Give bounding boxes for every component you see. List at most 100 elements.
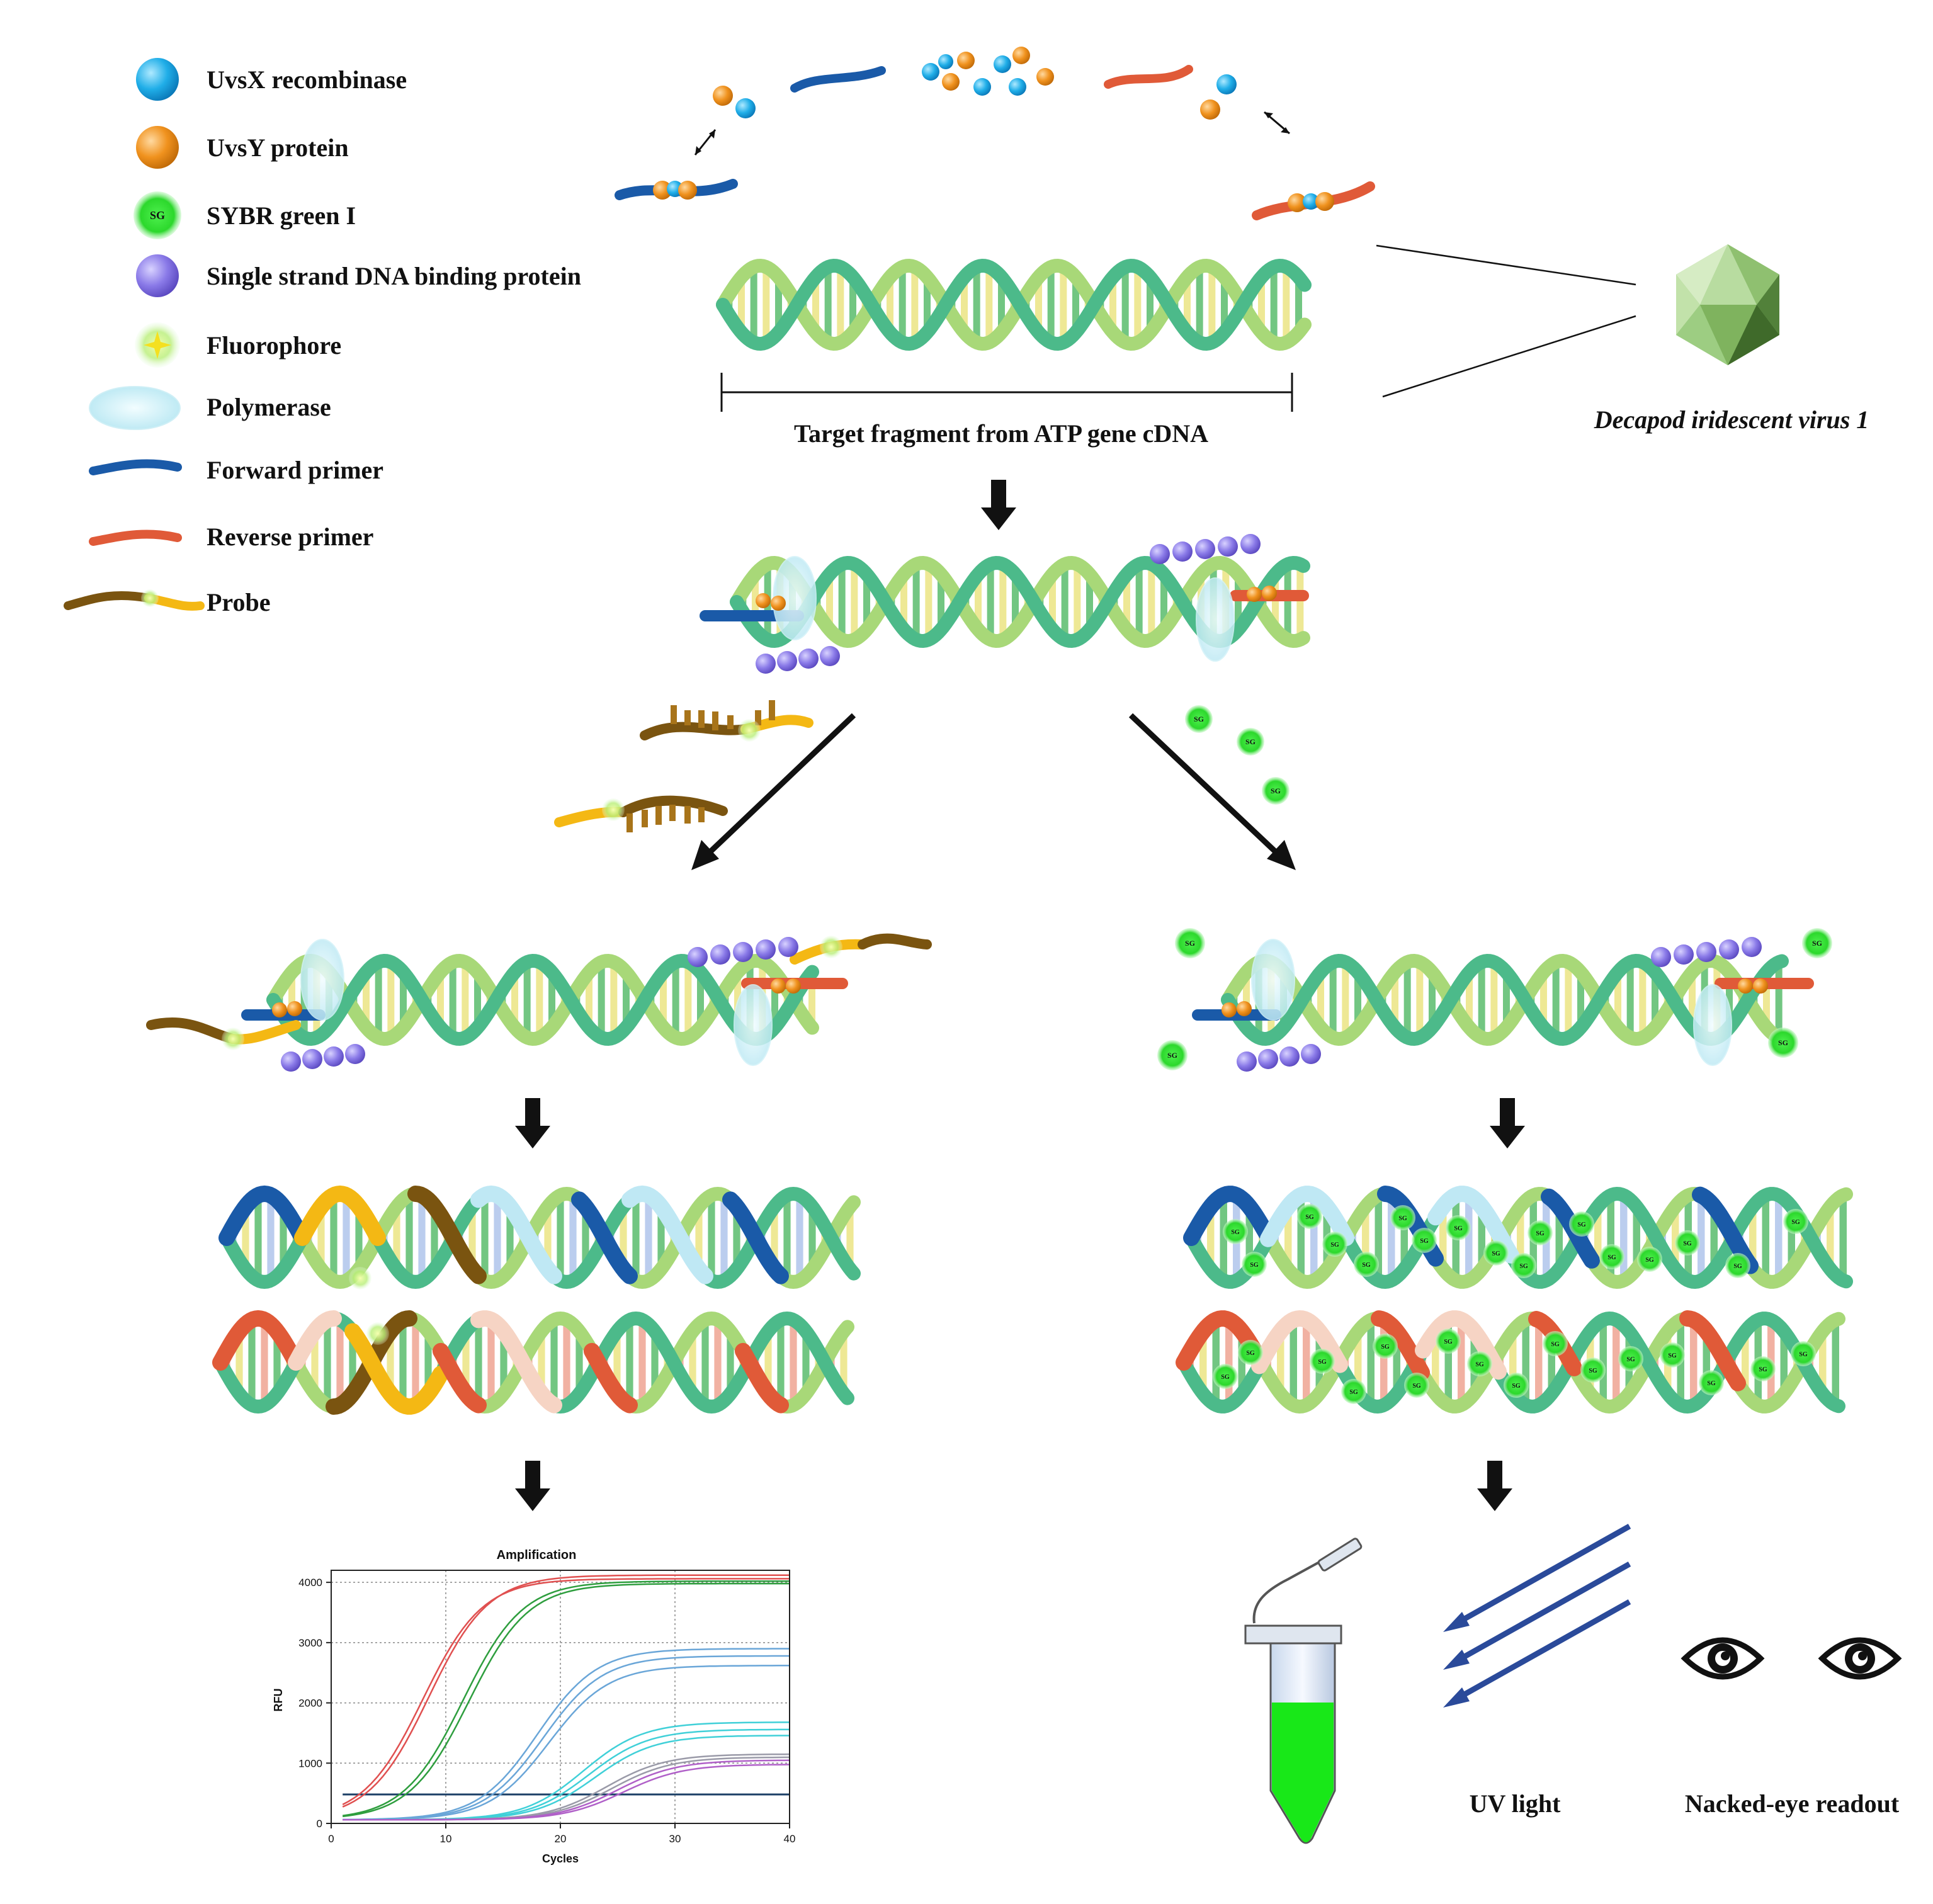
- legend-label: Single strand DNA binding protein: [207, 262, 581, 290]
- target-fragment-label: Target fragment from ATP gene cDNA: [794, 419, 1208, 448]
- base-pair: [449, 965, 456, 1035]
- ssb-protein: [1674, 944, 1694, 965]
- base-pair: [267, 1198, 275, 1278]
- base-pair: [632, 1198, 640, 1278]
- sybr-dye: [1791, 1341, 1816, 1366]
- base-pair: [1317, 975, 1325, 1025]
- primer-segment: [1371, 1310, 1430, 1381]
- primer-segment: [218, 1185, 310, 1246]
- base-pair: [1310, 1198, 1318, 1278]
- base-pair: [575, 1334, 583, 1391]
- legend-label: Reverse primer: [207, 523, 373, 551]
- base-pair: [1220, 280, 1228, 330]
- base-pair: [1135, 567, 1143, 637]
- polymerase: [1251, 939, 1295, 1021]
- sybr-badge: SG: [1185, 939, 1195, 948]
- base-pair: [771, 975, 779, 1025]
- x-tick-label: 30: [669, 1833, 681, 1845]
- primer-segment: [470, 1185, 562, 1284]
- base-pair: [1416, 965, 1424, 1035]
- base-pair: [622, 975, 630, 1025]
- ssb-protein: [1279, 1046, 1300, 1067]
- ssb-protein: [1719, 939, 1739, 960]
- base-pair: [280, 1209, 287, 1267]
- sybr-dye: [1310, 1349, 1335, 1374]
- legend-item-forward-primer: Forward primer: [89, 456, 383, 484]
- base-pair: [1296, 567, 1304, 637]
- base-pair: [1257, 280, 1266, 330]
- base-pair: [974, 577, 982, 627]
- ssb-protein: [302, 1049, 322, 1069]
- primer-segment: [584, 1342, 638, 1414]
- base-pair: [1148, 567, 1155, 637]
- base-pair: [1594, 1209, 1602, 1267]
- base-pair: [987, 567, 994, 637]
- base-pair: [937, 577, 945, 627]
- sybr-dye: [1660, 1342, 1685, 1368]
- ssb-protein: [1742, 937, 1762, 957]
- sybr-badge: SG: [1398, 1215, 1407, 1222]
- base-pair: [1620, 1198, 1628, 1278]
- probe: [146, 1017, 238, 1044]
- base-pair: [1393, 1334, 1400, 1391]
- base-pair: [1552, 965, 1560, 1035]
- sybr-dye: [1213, 1364, 1238, 1389]
- sybr-dye: [1157, 1040, 1188, 1070]
- sybr-dye: [1511, 1253, 1536, 1278]
- base-pair: [436, 975, 445, 1025]
- base-pair: [288, 975, 296, 1025]
- base-pair: [1086, 577, 1094, 627]
- amplification-curve: [343, 1735, 790, 1821]
- base-pair: [261, 1322, 268, 1403]
- base-pair: [1011, 577, 1019, 627]
- base-pair: [1270, 269, 1278, 340]
- probe-complex-helix: [146, 933, 932, 1072]
- base-pair: [1710, 1209, 1718, 1267]
- base-pair: [973, 269, 980, 340]
- pcr-tube-icon: [1244, 1538, 1363, 1844]
- sybr-badge: SG: [1707, 1380, 1716, 1387]
- ssb-protein: [1172, 541, 1193, 562]
- free-probe-2: [554, 795, 728, 832]
- base-pair: [638, 1322, 646, 1403]
- base-pair: [1271, 577, 1279, 627]
- sybr-badge: SG: [1799, 1351, 1808, 1358]
- primer-segment: [407, 1186, 487, 1284]
- base-pair: [1762, 1198, 1769, 1278]
- polymerase: [734, 984, 773, 1066]
- target-dna-helix: [716, 258, 1312, 351]
- base-pair: [536, 965, 543, 1035]
- sybr-dye: [1354, 1252, 1379, 1277]
- base-pair: [1742, 1334, 1749, 1391]
- base-pair: [1428, 975, 1436, 1025]
- base-pair: [1183, 280, 1191, 330]
- sybr-badge: SG: [1420, 1238, 1429, 1245]
- uvsy-protein: [272, 1002, 287, 1017]
- base-pair: [714, 1322, 722, 1403]
- amplicon-reverse-probe-helix: [212, 1310, 854, 1415]
- primer-segment: [722, 1191, 789, 1284]
- base-pair: [1439, 1209, 1447, 1267]
- base-pair: [923, 280, 931, 330]
- base-pair: [825, 577, 834, 627]
- uvsy-protein: [1738, 978, 1753, 994]
- svg-text:SG: SG: [1271, 786, 1281, 795]
- uvsy-protein: [287, 1001, 302, 1016]
- base-pair: [911, 269, 919, 340]
- sybr-dye: [1543, 1331, 1568, 1356]
- diagonal-arrow-right: [1128, 713, 1288, 864]
- base-pair: [720, 1198, 728, 1278]
- y-tick-label: 1000: [298, 1757, 322, 1769]
- forward-primer-complex: [615, 179, 738, 200]
- chart-plot-frame: [331, 1570, 790, 1824]
- base-pair: [1109, 280, 1117, 330]
- chart-xlabel: Cycles: [542, 1852, 579, 1865]
- legend-item-fluorophore: Fluorophore: [135, 322, 341, 368]
- base-pair: [824, 269, 832, 340]
- sybr-badge: SG: [1318, 1359, 1327, 1366]
- base-pair: [557, 1198, 564, 1278]
- uv-light-label: UV light: [1470, 1789, 1562, 1818]
- sybr-badge: SG: [1349, 1389, 1358, 1396]
- base-pair: [1199, 1334, 1207, 1391]
